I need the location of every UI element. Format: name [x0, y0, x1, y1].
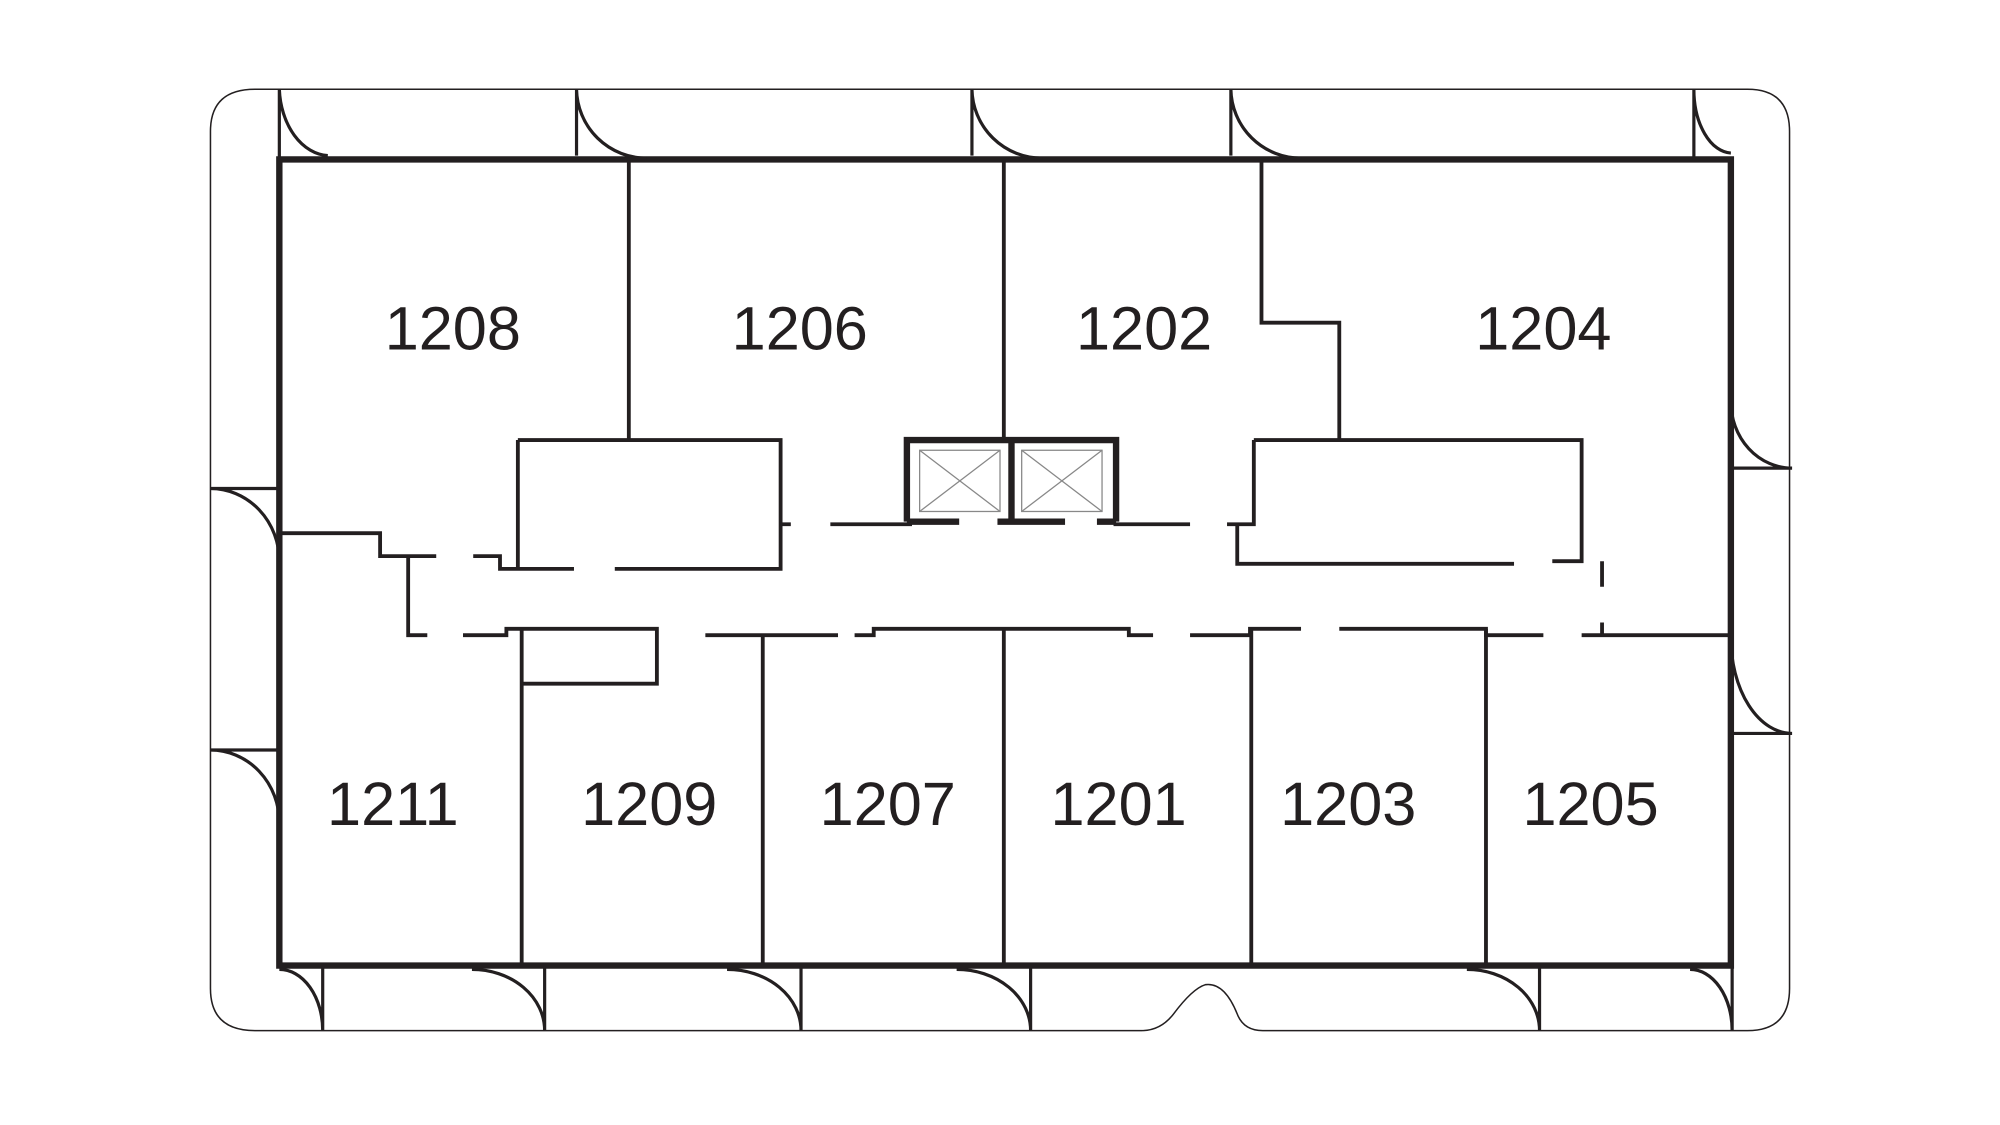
room-1206-label: 1206 [732, 294, 868, 362]
room-1202-label: 1202 [1076, 294, 1212, 362]
room-labels-top: 1208 1206 1202 1204 [385, 294, 1612, 362]
elevator-car-right [1021, 449, 1103, 513]
room-1209-label: 1209 [581, 770, 717, 838]
room-1211-label: 1211 [327, 770, 459, 838]
room-1207-label: 1207 [820, 770, 956, 838]
interior-walls [279, 159, 1731, 966]
room-1208-label: 1208 [385, 294, 521, 362]
room-labels-bottom: 1211 1209 1207 1201 1203 1205 [327, 770, 1659, 838]
room-1205-label: 1205 [1522, 770, 1658, 838]
doors [210, 89, 1793, 1031]
room-1204-label: 1204 [1475, 294, 1611, 362]
room-1201-label: 1201 [1051, 770, 1187, 838]
elevator-car-left [919, 449, 1001, 513]
elevators [903, 436, 1120, 525]
building-outline [209, 88, 1791, 1032]
room-1203-label: 1203 [1280, 770, 1416, 838]
